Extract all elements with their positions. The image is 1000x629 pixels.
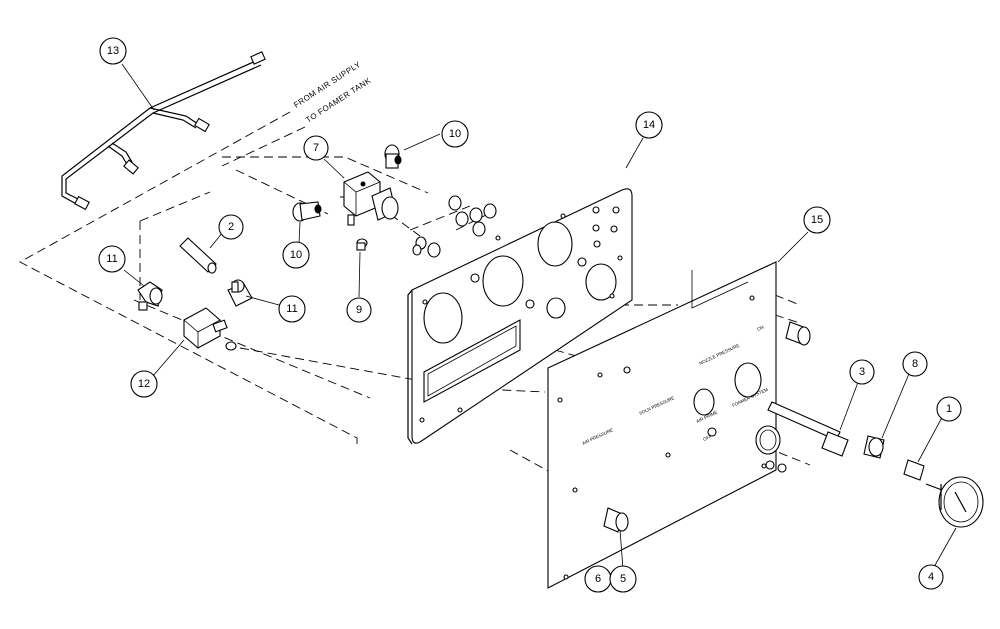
svg-text:6: 6 bbox=[595, 573, 601, 585]
callout-14: 14 bbox=[635, 111, 663, 139]
callout-9: 9 bbox=[346, 297, 372, 323]
svg-text:11: 11 bbox=[106, 253, 117, 265]
pressure-gauge bbox=[938, 476, 984, 528]
tube bbox=[179, 237, 217, 274]
elbow-fitting-lower bbox=[292, 201, 322, 222]
panel-button-right bbox=[785, 321, 811, 346]
off-label: OFF bbox=[702, 433, 712, 441]
svg-text:14: 14 bbox=[643, 119, 655, 131]
face-plate: AIR PRESSURE SOLN PRESSURE NOZZLE PRESSU… bbox=[547, 261, 777, 589]
callout-10-lower: 10 bbox=[282, 241, 310, 269]
gauge-coupler bbox=[903, 459, 943, 491]
callout-4: 4 bbox=[918, 564, 944, 590]
svg-text:10: 10 bbox=[449, 128, 461, 140]
regulator bbox=[343, 171, 399, 251]
toggle-valve bbox=[183, 307, 237, 351]
svg-text:15: 15 bbox=[811, 214, 823, 226]
on-label: ON bbox=[756, 325, 764, 332]
callout-11-left: 11 bbox=[98, 245, 126, 273]
washers bbox=[412, 195, 497, 258]
callout-5: 5 bbox=[609, 565, 637, 593]
bezel-ring bbox=[755, 425, 787, 473]
callout-6: 6 bbox=[584, 565, 612, 593]
callout-7: 7 bbox=[303, 135, 329, 161]
svg-text:9: 9 bbox=[356, 304, 362, 316]
callout-11-right: 11 bbox=[278, 295, 306, 323]
callout-3: 3 bbox=[849, 359, 875, 385]
svg-text:8: 8 bbox=[912, 358, 918, 370]
svg-text:1: 1 bbox=[946, 403, 952, 415]
svg-text:10: 10 bbox=[290, 249, 302, 261]
svg-text:4: 4 bbox=[928, 571, 934, 583]
panel-button-bottom bbox=[603, 507, 629, 533]
main-mounting-panel bbox=[407, 188, 633, 445]
svg-text:7: 7 bbox=[313, 142, 319, 154]
callout-12: 12 bbox=[130, 370, 158, 398]
callout-15: 15 bbox=[803, 206, 831, 234]
svg-text:2: 2 bbox=[228, 221, 234, 233]
callout-1: 1 bbox=[936, 396, 962, 422]
svg-text:5: 5 bbox=[620, 573, 626, 585]
svg-text:12: 12 bbox=[138, 378, 150, 390]
svg-text:13: 13 bbox=[107, 45, 119, 57]
to-foamer-tank-label: TO FOAMER TANK bbox=[304, 76, 373, 125]
gauge-tube bbox=[767, 401, 849, 457]
right-elbow bbox=[227, 279, 253, 307]
callout-10-upper: 10 bbox=[441, 120, 469, 148]
air-supply-note: FROM AIR SUPPLY TO FOAMER TANK bbox=[292, 60, 373, 125]
svg-text:11: 11 bbox=[286, 303, 297, 315]
svg-text:3: 3 bbox=[859, 366, 865, 378]
callout-13: 13 bbox=[99, 37, 127, 65]
callout-2: 2 bbox=[218, 214, 244, 240]
fitting-adapter bbox=[863, 435, 885, 459]
air-hose-harness bbox=[61, 51, 266, 211]
leader-lines bbox=[121, 63, 957, 570]
left-elbow bbox=[137, 281, 163, 311]
elbow-fitting-upper bbox=[384, 144, 402, 169]
callout-8: 8 bbox=[902, 351, 928, 377]
